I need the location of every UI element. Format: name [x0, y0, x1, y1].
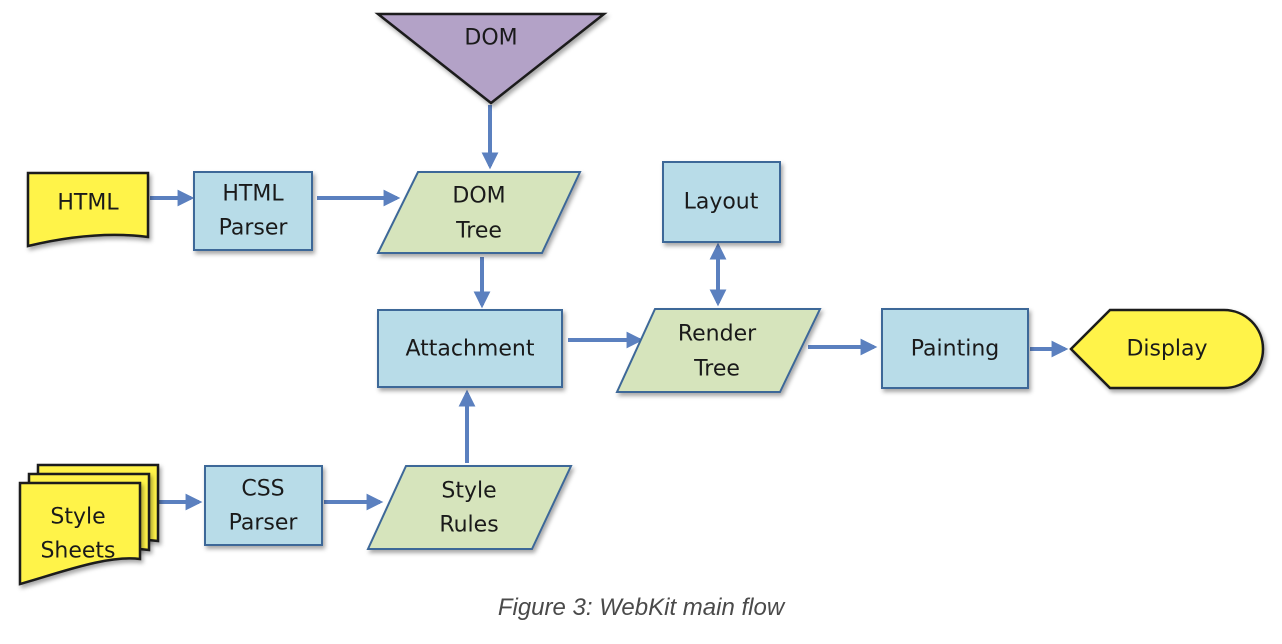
dom-node: DOM — [374, 12, 608, 105]
style-rules-label-1: Style — [441, 479, 496, 504]
html-parser-label-2: Parser — [219, 216, 289, 241]
dom-tree-label-1: DOM — [452, 184, 505, 209]
style-sheets-node: Style Sheets — [18, 463, 160, 586]
style-sheets-label-2: Sheets — [40, 539, 115, 564]
painting-node: Painting — [881, 308, 1029, 389]
layout-label: Layout — [684, 190, 759, 215]
display-label: Display — [1126, 337, 1207, 362]
render-tree-label-1: Render — [678, 322, 757, 347]
style-rules-node: Style Rules — [366, 465, 573, 550]
css-parser-label-2: Parser — [229, 511, 299, 536]
style-sheets-label-1: Style — [50, 505, 105, 530]
render-tree-node: Render Tree — [615, 308, 822, 393]
html-label: HTML — [57, 191, 119, 216]
dom-label: DOM — [464, 26, 517, 51]
figure-caption: Figure 3: WebKit main flow — [497, 594, 785, 621]
painting-label: Painting — [911, 337, 999, 362]
flow-arrows — [150, 105, 1069, 511]
html-document-node: HTML — [26, 171, 150, 248]
css-parser-node: CSS Parser — [204, 465, 323, 546]
render-tree-label-2: Tree — [693, 357, 740, 382]
layout-node: Layout — [662, 161, 781, 243]
html-parser-node: HTML Parser — [193, 171, 313, 251]
dom-tree-label-2: Tree — [455, 219, 502, 244]
attachment-label: Attachment — [406, 337, 535, 362]
css-parser-label-1: CSS — [241, 477, 284, 502]
display-node: Display — [1069, 308, 1265, 390]
attachment-node: Attachment — [377, 309, 563, 388]
dom-tree-node: DOM Tree — [376, 171, 582, 254]
style-rules-label-2: Rules — [439, 513, 498, 538]
html-parser-label-1: HTML — [222, 182, 284, 207]
